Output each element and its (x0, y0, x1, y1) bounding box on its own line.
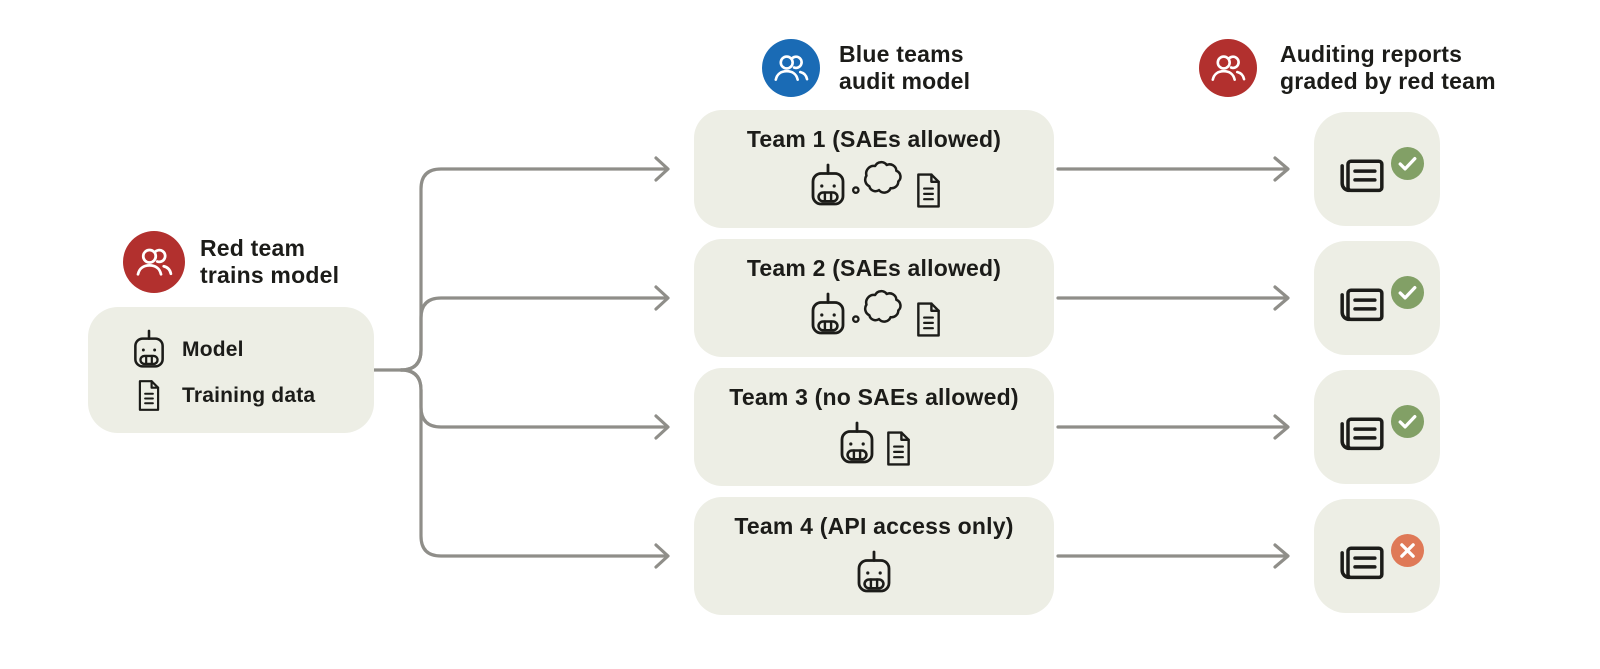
report-box-3 (1314, 370, 1440, 484)
branch-line-team4 (399, 368, 668, 558)
arrow-team3-report (1056, 414, 1290, 440)
thought-bubble-icon (851, 287, 907, 330)
blue-teams-header-label: Blue teams audit model (839, 41, 970, 95)
branch-line-team3 (399, 368, 668, 429)
blue-teams-people-icon (762, 39, 820, 97)
x-icon (1390, 533, 1425, 568)
report-box-1 (1314, 112, 1440, 226)
team-icons (835, 412, 913, 468)
header-line: Red team (200, 235, 306, 261)
training-data-label: Training data (182, 383, 316, 407)
team-icons (806, 154, 943, 210)
team-title: Team 1 (SAEs allowed) (746, 126, 1002, 152)
red-team-header: Red team trains model (123, 231, 339, 293)
document-icon (126, 379, 172, 412)
header-line: Auditing reports (1280, 41, 1463, 67)
branch-line-team2 (399, 296, 668, 372)
auditing-header-label: Auditing reports graded by red team (1280, 41, 1496, 95)
team-title: Team 4 (API access only) (734, 513, 1014, 539)
branch-line-team1 (399, 167, 668, 372)
team-box-4: Team 4 (API access only) (694, 497, 1054, 615)
auditing-reports-header: Auditing reports graded by red team (1199, 39, 1496, 97)
arrowhead (654, 414, 670, 440)
check-icon (1390, 146, 1425, 181)
newspaper-icon (1335, 285, 1389, 327)
team-box-3: Team 3 (no SAEs allowed) (694, 368, 1054, 486)
header-line: graded by red team (1280, 68, 1496, 94)
team-title: Team 2 (SAEs allowed) (746, 255, 1002, 281)
model-row: Model (126, 328, 374, 372)
robot-icon (852, 549, 896, 597)
arrowhead (654, 285, 670, 311)
check-icon (1390, 404, 1425, 439)
team-icons (852, 541, 896, 597)
team-title: Team 3 (no SAEs allowed) (729, 384, 1019, 410)
team-box-2: Team 2 (SAEs allowed) (694, 239, 1054, 357)
robot-icon (806, 162, 850, 210)
report-box-4 (1314, 499, 1440, 613)
header-line: audit model (839, 68, 971, 94)
arrowhead (654, 156, 670, 182)
blue-teams-header: Blue teams audit model (762, 39, 970, 97)
robot-icon (126, 328, 172, 372)
model-box: Model Training data (88, 307, 374, 433)
red-team-header-label: Red team trains model (200, 235, 339, 289)
newspaper-icon (1335, 543, 1389, 585)
arrow-team1-report (1056, 156, 1290, 182)
training-data-row: Training data (126, 379, 374, 412)
document-icon (884, 430, 913, 467)
thought-bubble-icon (851, 158, 907, 201)
check-icon (1390, 275, 1425, 310)
report-box-2 (1314, 241, 1440, 355)
robot-icon (806, 291, 850, 339)
team-icons (806, 283, 943, 339)
header-line: Blue teams (839, 41, 964, 67)
arrow-team2-report (1056, 285, 1290, 311)
model-label: Model (182, 338, 244, 361)
team-box-1: Team 1 (SAEs allowed) (694, 110, 1054, 228)
red-team-people-icon (123, 231, 185, 293)
newspaper-icon (1335, 414, 1389, 456)
document-icon (914, 172, 943, 209)
auditing-people-icon (1199, 39, 1257, 97)
arrow-team4-report (1056, 543, 1290, 569)
newspaper-icon (1335, 156, 1389, 198)
arrowhead (654, 543, 670, 569)
robot-icon (835, 420, 879, 468)
header-line: trains model (200, 262, 340, 288)
document-icon (914, 301, 943, 338)
